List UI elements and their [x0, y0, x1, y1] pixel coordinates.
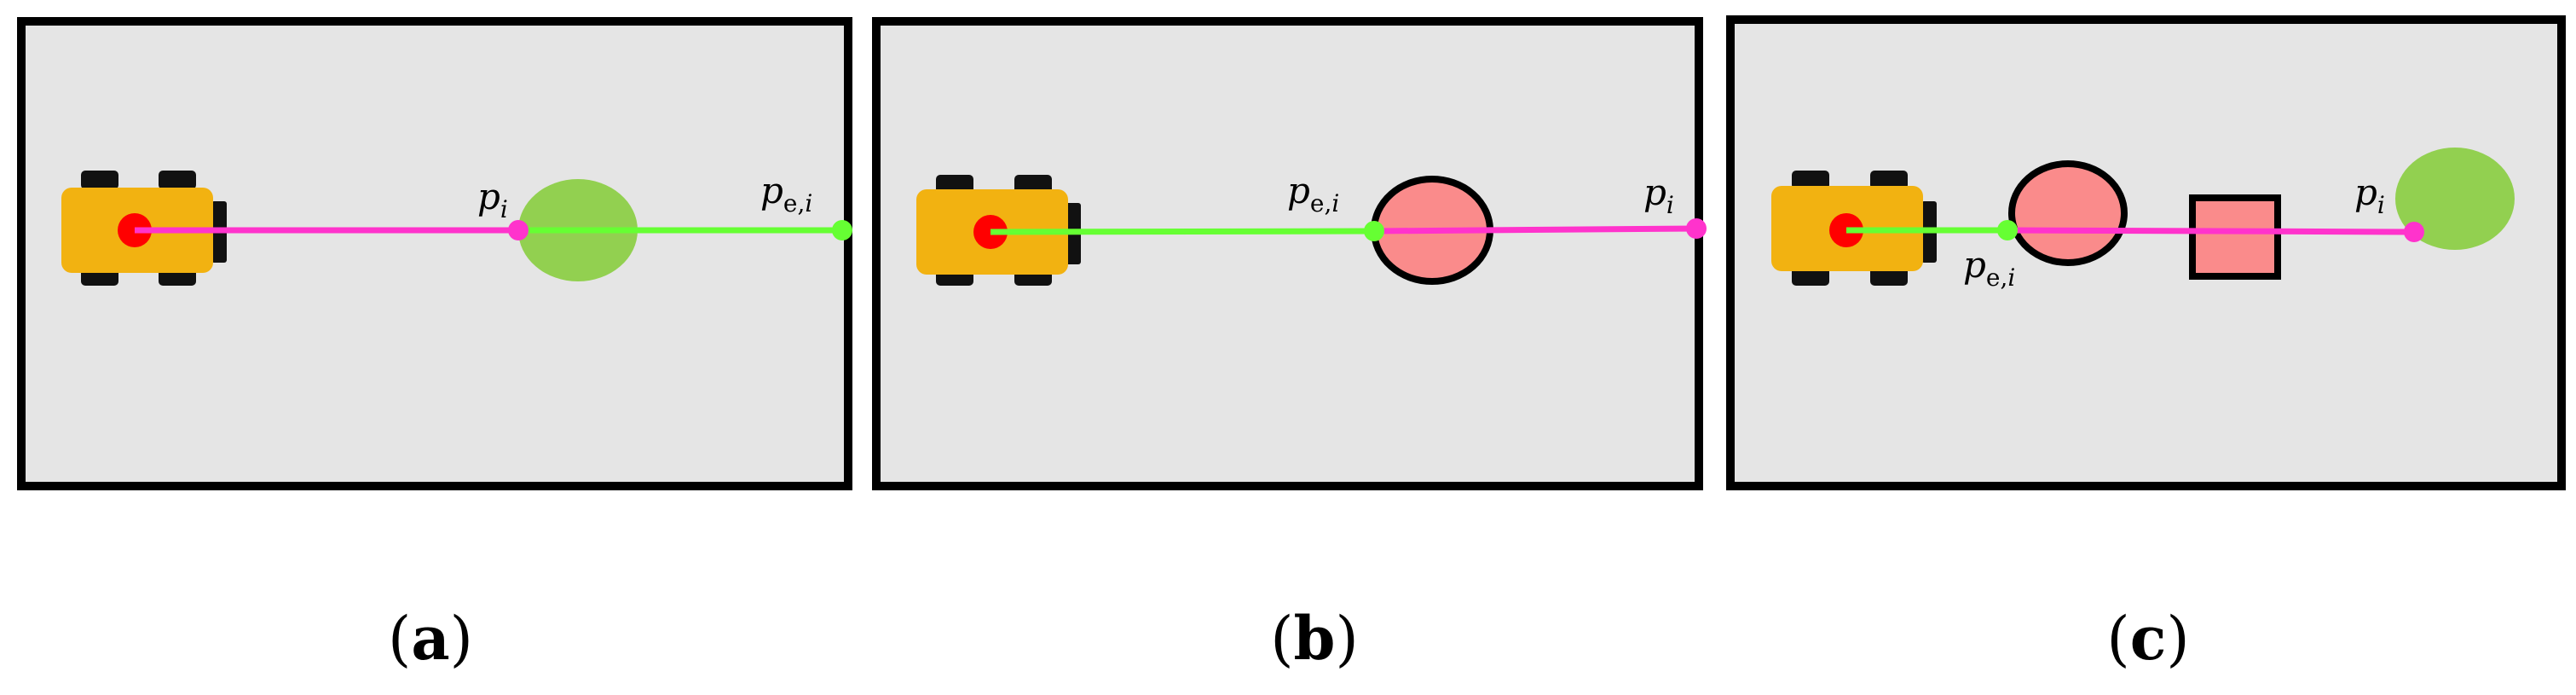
robot-wheel	[81, 171, 118, 189]
ray-segment-green	[990, 228, 1375, 235]
label-p-e-i: pe,i	[760, 170, 812, 217]
point-p-i	[2404, 222, 2424, 242]
point-p-i	[1686, 218, 1707, 239]
caption-a: (a)	[388, 603, 473, 674]
robot-wheel	[1792, 267, 1829, 286]
label-p-i: pi	[1643, 171, 1674, 219]
label-p-i: pi	[477, 176, 508, 223]
robot-wheel	[159, 171, 196, 189]
robot-wheel	[1792, 171, 1829, 189]
point-p-e-i	[1364, 221, 1384, 241]
robot-wheel	[1870, 171, 1908, 189]
label-p-e-i: pe,i	[1963, 244, 2015, 292]
ray-segment-magenta	[2007, 227, 2415, 235]
caption-b: (b)	[1270, 603, 1359, 674]
point-p-e-i	[832, 220, 852, 240]
obstacle-square-icon	[2189, 194, 2281, 280]
point-p-i	[508, 220, 528, 240]
obstacle-ellipse-icon	[2008, 160, 2128, 266]
robot-wheel	[936, 175, 973, 194]
panel-b: pe,i pi (b)	[872, 17, 1707, 674]
robot-wheel	[1870, 267, 1908, 286]
robot-wheel	[1014, 175, 1052, 194]
label-p-i: pi	[2354, 171, 2385, 219]
ray-segment-magenta	[1373, 225, 1697, 235]
caption-c: (c)	[2106, 603, 2189, 674]
label-p-e-i: pe,i	[1287, 170, 1339, 217]
panel-a: pi pe,i (a)	[17, 17, 852, 674]
point-p-e-i	[1997, 220, 2018, 240]
target-ellipse-icon	[2395, 148, 2515, 250]
panel-c: pi pe,i (c)	[1726, 15, 2566, 674]
